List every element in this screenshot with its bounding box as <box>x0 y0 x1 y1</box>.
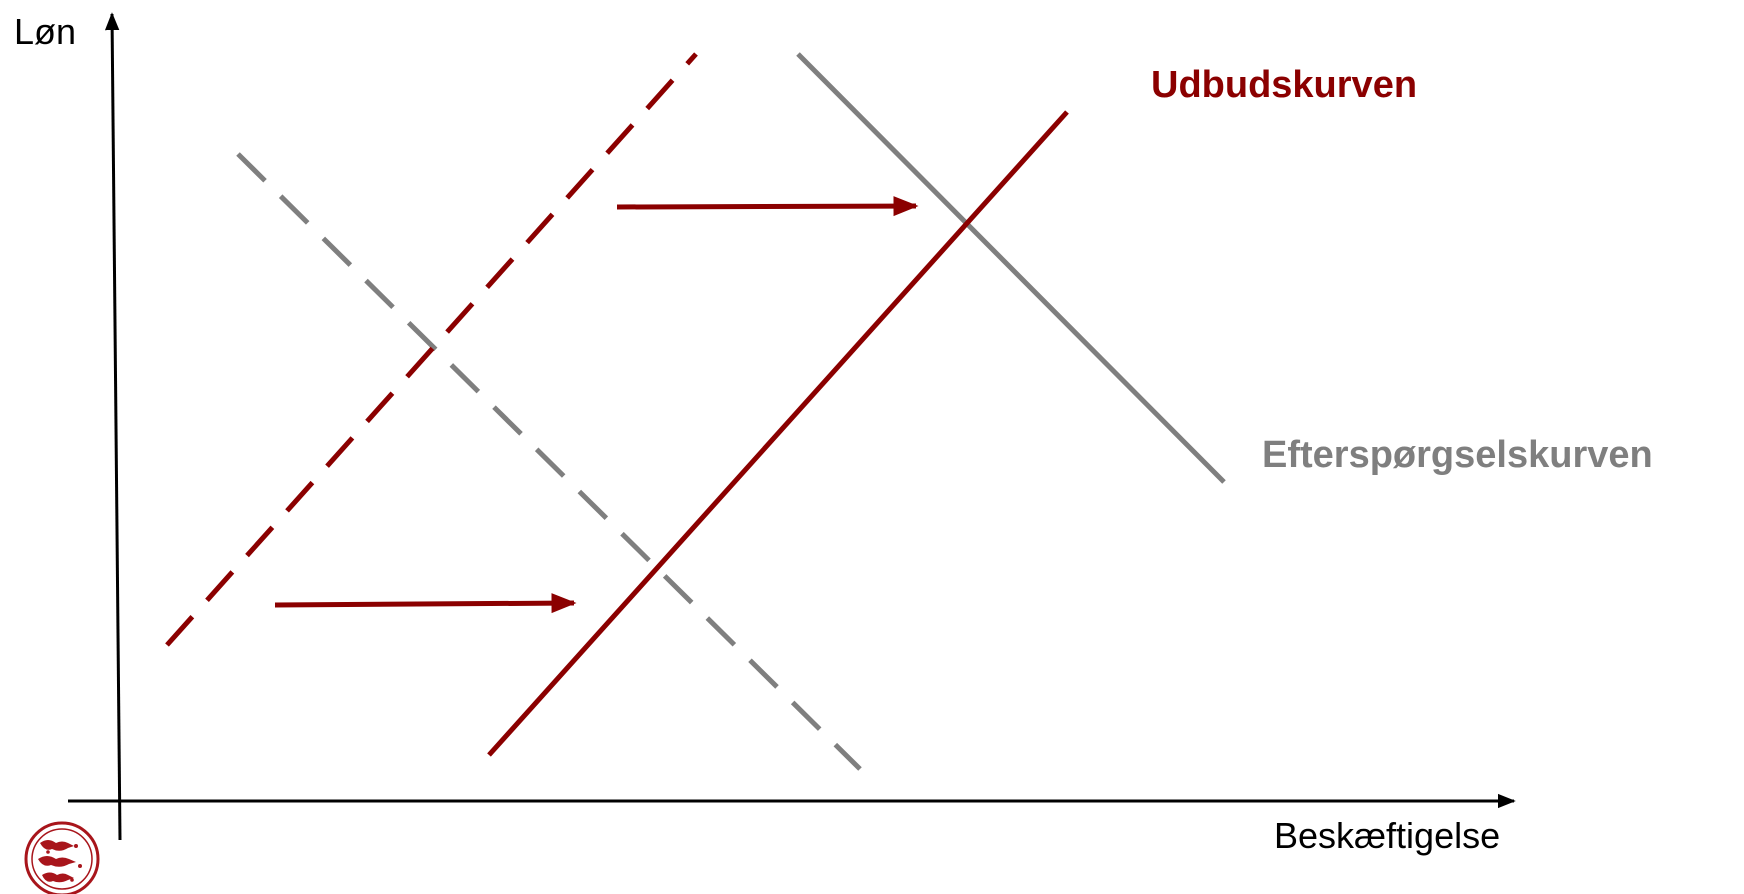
demand-curve-original <box>236 152 862 771</box>
lion-seal-icon <box>24 821 100 894</box>
supply-curve-original <box>165 52 698 647</box>
y-axis <box>104 12 122 841</box>
demand-curve-shifted <box>796 52 1226 484</box>
supply-curve-label: Udbudskurven <box>1151 64 1418 106</box>
x-axis-label: Beskæftigelse <box>1274 815 1501 856</box>
demand-curve-label: Efterspørgselskurven <box>1262 434 1653 476</box>
shift-arrow-lower <box>274 593 577 614</box>
shift-arrow-upper <box>616 196 919 217</box>
y-axis-label: Løn <box>14 11 77 52</box>
supply-curve-shifted <box>487 110 1069 757</box>
